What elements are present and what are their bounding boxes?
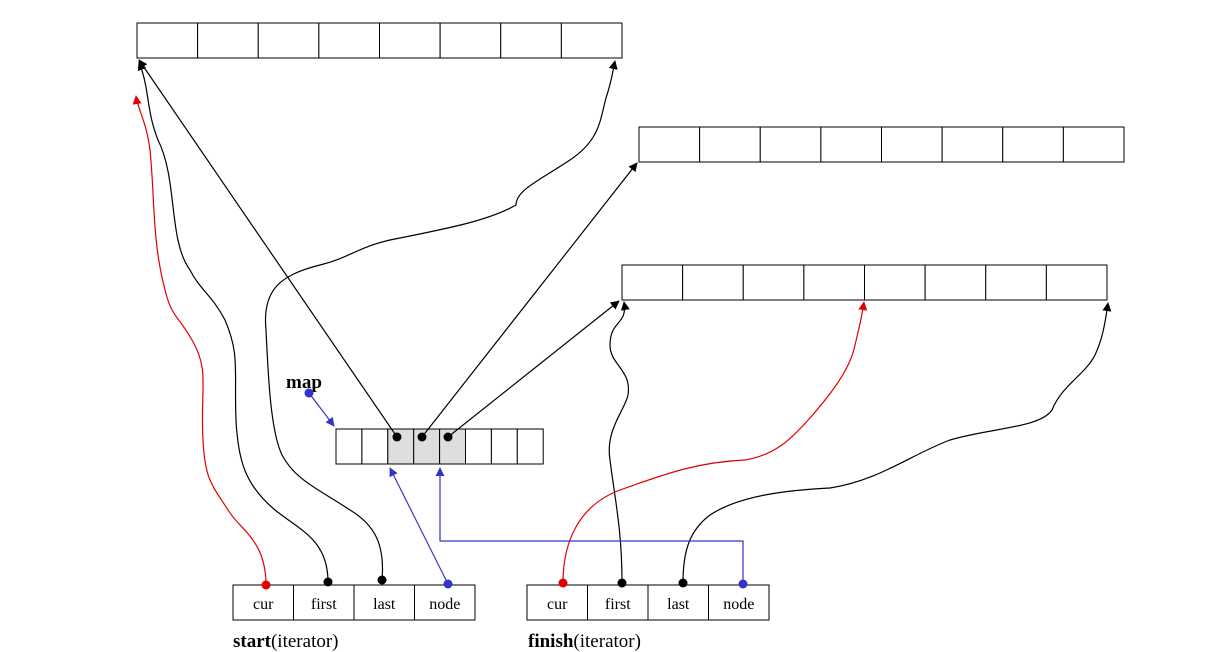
finish-first-pointer	[608, 301, 630, 584]
finish-cur-dot	[558, 578, 568, 588]
finish-caption: finish(iterator)	[528, 631, 641, 652]
buffer-3-cell-1	[682, 264, 744, 301]
buffer-2-cell-4	[881, 126, 943, 163]
finish-field-label-3: node	[723, 596, 754, 613]
finish-last-dot	[678, 578, 688, 588]
start-field-1	[293, 584, 355, 621]
start-last-pointer	[264, 60, 618, 581]
start-cur-dot	[261, 580, 271, 590]
map-slot-3-dot	[417, 432, 427, 442]
buffer-1-cell-5	[439, 22, 502, 59]
buffer-2	[638, 126, 1125, 163]
buffer-2-cell-3	[820, 126, 882, 163]
finish-field-label-2: last	[667, 596, 690, 613]
start-first-pointer	[137, 61, 329, 583]
buffer-3-cell-4	[864, 264, 926, 301]
finish-field-label-1: first	[605, 596, 631, 613]
start-caption-bold: start	[233, 631, 272, 652]
buffer-2-cell-6	[1002, 126, 1064, 163]
buffer-3-cell-7	[1045, 264, 1108, 301]
buffer-1-cell-4	[379, 22, 441, 59]
start-first-dot	[323, 577, 333, 587]
map-root-dot	[304, 388, 314, 398]
buffer-1-cell-2	[257, 22, 320, 59]
map-slot-6	[490, 428, 518, 465]
map-to-buffer-pointers	[138, 59, 638, 438]
finish-iterator-box: cur first last node	[526, 584, 770, 621]
buffer-3-cell-3	[803, 264, 865, 301]
map-root-pointer	[308, 392, 335, 427]
map-slot-0	[335, 428, 363, 465]
buffer-3-cell-6	[985, 264, 1047, 301]
finish-field-label-0: cur	[547, 596, 568, 613]
map-slot-7	[516, 428, 544, 465]
buffer-3-cell-2	[742, 264, 805, 301]
buffer-2-cell-0	[638, 126, 701, 163]
map-slot-4	[439, 428, 467, 465]
start-last-dot	[377, 575, 387, 585]
finish-field-3	[708, 584, 770, 621]
buffer-2-cell-5	[941, 126, 1004, 163]
finish-first-dot	[617, 578, 627, 588]
map-label: map	[286, 372, 322, 393]
start-iterator-box: cur first last node	[232, 584, 476, 621]
start-field-label-3: node	[429, 596, 460, 613]
buffer-3	[621, 264, 1108, 301]
buffer-1-cell-6	[500, 22, 562, 59]
start-field-0	[232, 584, 294, 621]
buffer-3-cell-0	[621, 264, 684, 301]
map-slot-3-pointer	[421, 162, 638, 438]
buffer-2-cell-2	[759, 126, 822, 163]
finish-field-0	[526, 584, 588, 621]
map-slot-2	[387, 428, 415, 465]
map-slot-2-pointer	[138, 59, 398, 438]
buffer-2-cell-1	[699, 126, 761, 163]
start-field-2	[353, 584, 415, 621]
finish-node-dot	[738, 579, 748, 589]
start-node-dot	[443, 579, 453, 589]
finish-caption-bold: finish	[528, 631, 574, 652]
start-field-label-0: cur	[253, 596, 274, 613]
map-slot-4-pointer	[447, 300, 620, 438]
buffer-1-cell-3	[318, 22, 380, 59]
finish-caption-rest: (iterator)	[573, 631, 641, 652]
start-node-pointer	[389, 467, 449, 585]
finish-cur-pointer	[562, 301, 868, 584]
buffer-1-cell-0	[136, 22, 199, 59]
buffer-1-cell-7	[560, 22, 623, 59]
buffer-3-cell-5	[924, 264, 987, 301]
map-slot-1	[361, 428, 389, 465]
map-slot-2-dot	[392, 432, 402, 442]
map-slot-5	[465, 428, 492, 465]
start-iterator-pointers	[132, 60, 618, 586]
buffer-2-cell-7	[1062, 126, 1125, 163]
finish-field-2	[647, 584, 709, 621]
buffer-1	[136, 22, 623, 59]
map-slot-3	[413, 428, 441, 465]
map-slot-4-dot	[443, 432, 453, 442]
start-caption-rest: (iterator)	[271, 631, 339, 652]
finish-iterator-pointers	[435, 301, 1112, 584]
start-field-label-1: first	[311, 596, 337, 613]
start-caption: start(iterator)	[233, 631, 339, 652]
buffer-1-cell-1	[197, 22, 259, 59]
start-field-label-2: last	[373, 596, 396, 613]
start-cur-pointer	[132, 95, 267, 586]
finish-node-pointer	[435, 467, 744, 584]
finish-last-pointer	[682, 302, 1112, 584]
map-array	[335, 428, 544, 465]
